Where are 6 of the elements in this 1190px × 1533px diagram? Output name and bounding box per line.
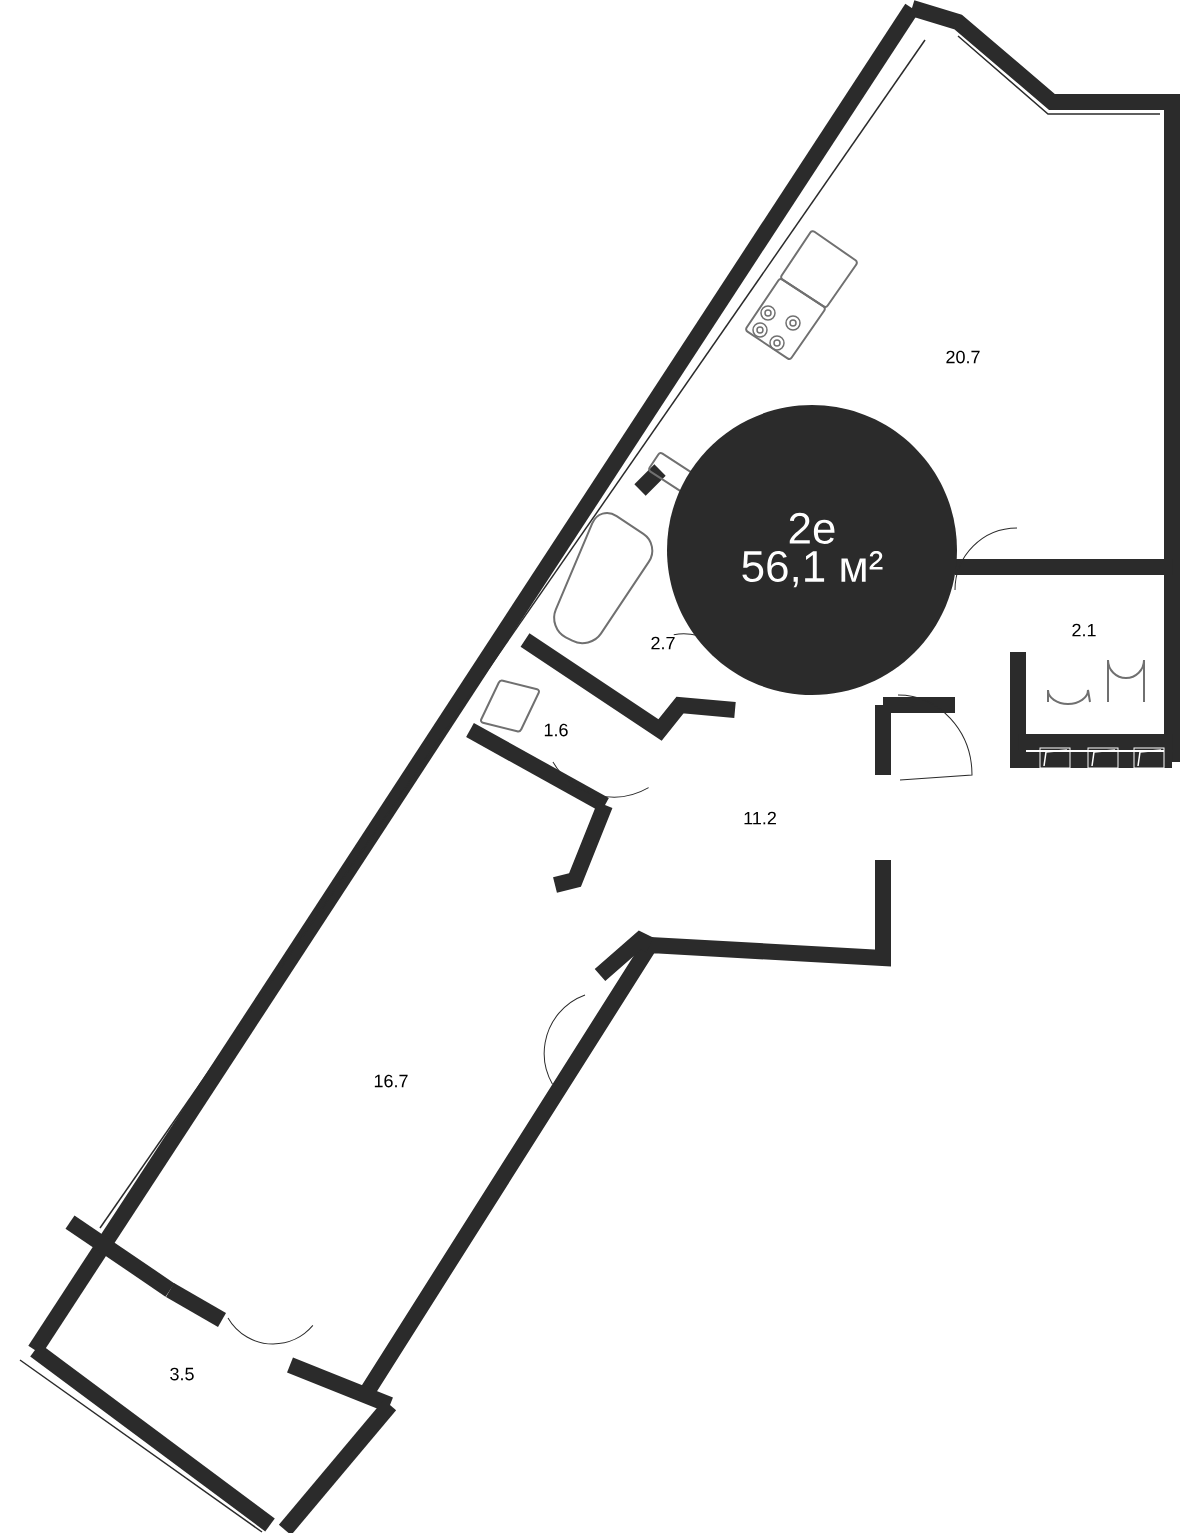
room-area: 20.7 bbox=[944, 349, 982, 365]
room-area: 1.6 bbox=[542, 722, 570, 738]
room-area: 16.7 bbox=[372, 1073, 410, 1089]
room-area: 3.5 bbox=[168, 1366, 196, 1382]
room-area: 11.2 bbox=[742, 810, 778, 826]
room-area: 2.1 bbox=[1070, 622, 1098, 638]
